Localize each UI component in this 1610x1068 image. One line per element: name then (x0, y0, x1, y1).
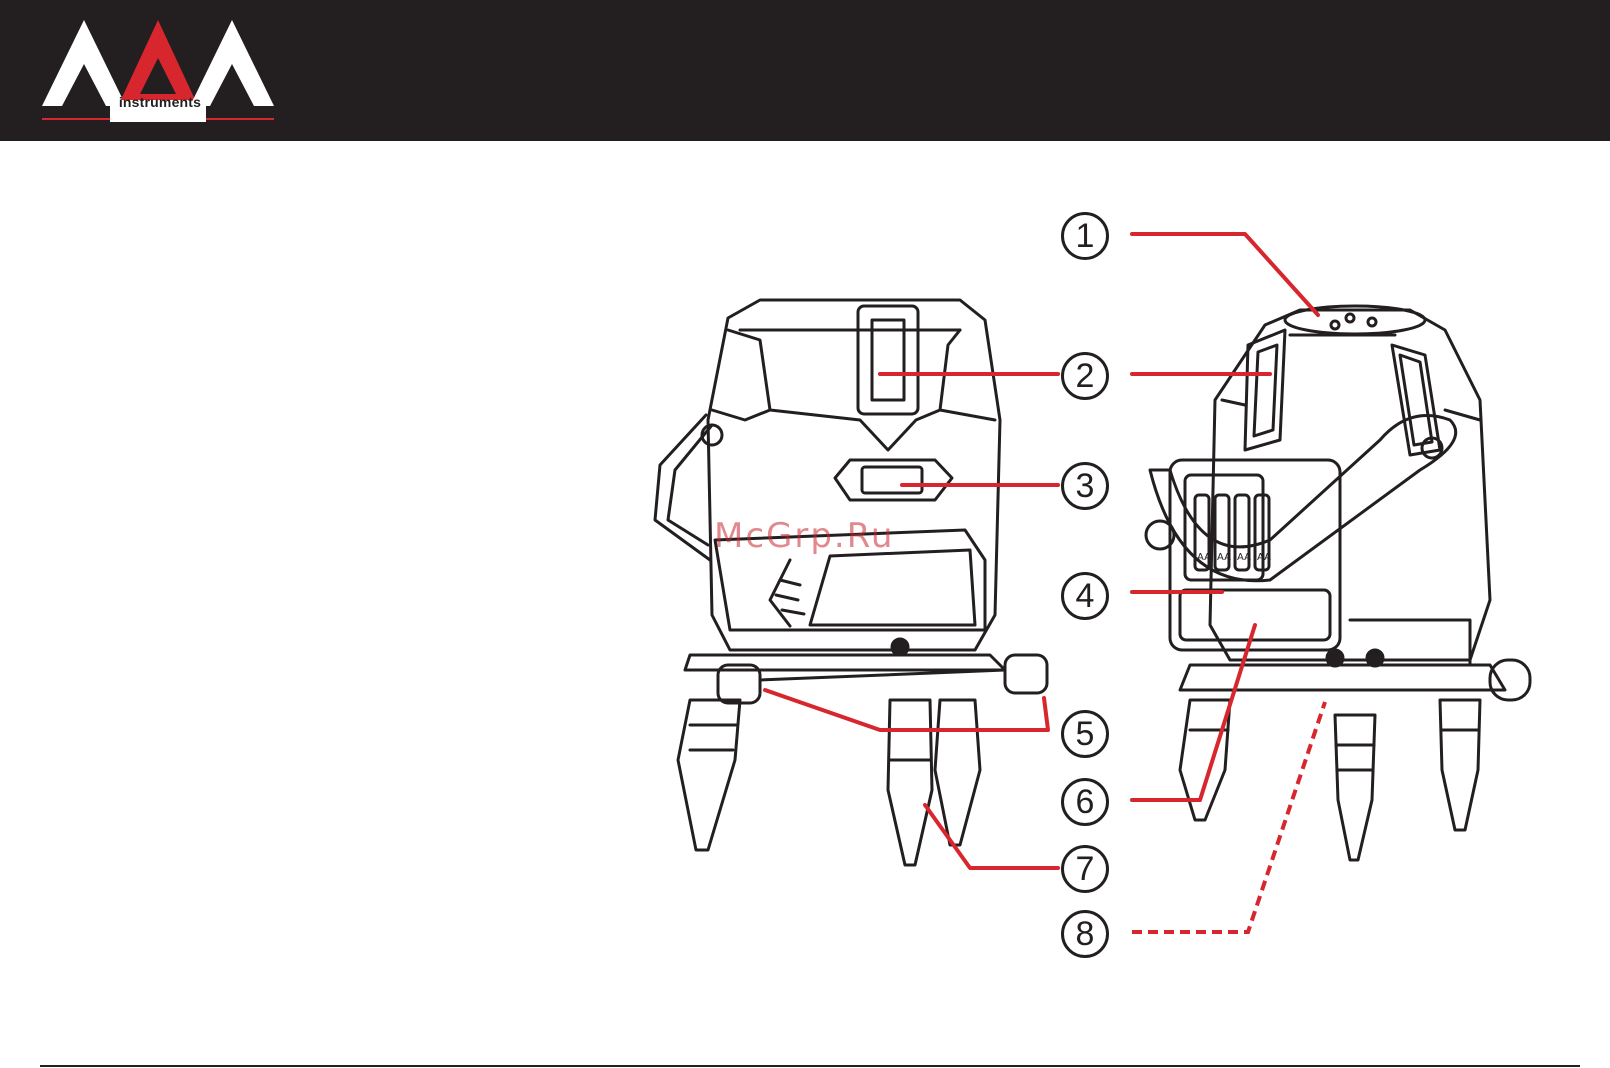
svg-text:AA: AA (1197, 552, 1211, 563)
callout-1: 1 (1061, 212, 1109, 260)
footer-rule (40, 1065, 1580, 1067)
callout-3: 3 (1061, 462, 1109, 510)
callout-8: 8 (1061, 910, 1109, 958)
callout-4: 4 (1061, 572, 1109, 620)
watermark-text: McGrp.Ru (714, 516, 894, 556)
svg-text:AA: AA (1217, 552, 1231, 563)
callout-5: 5 (1061, 710, 1109, 758)
svg-text:AA: AA (1237, 552, 1251, 563)
svg-text:AA: AA (1257, 552, 1271, 563)
callout-2: 2 (1061, 352, 1109, 400)
callout-7: 7 (1061, 845, 1109, 893)
callout-6: 6 (1061, 778, 1109, 826)
